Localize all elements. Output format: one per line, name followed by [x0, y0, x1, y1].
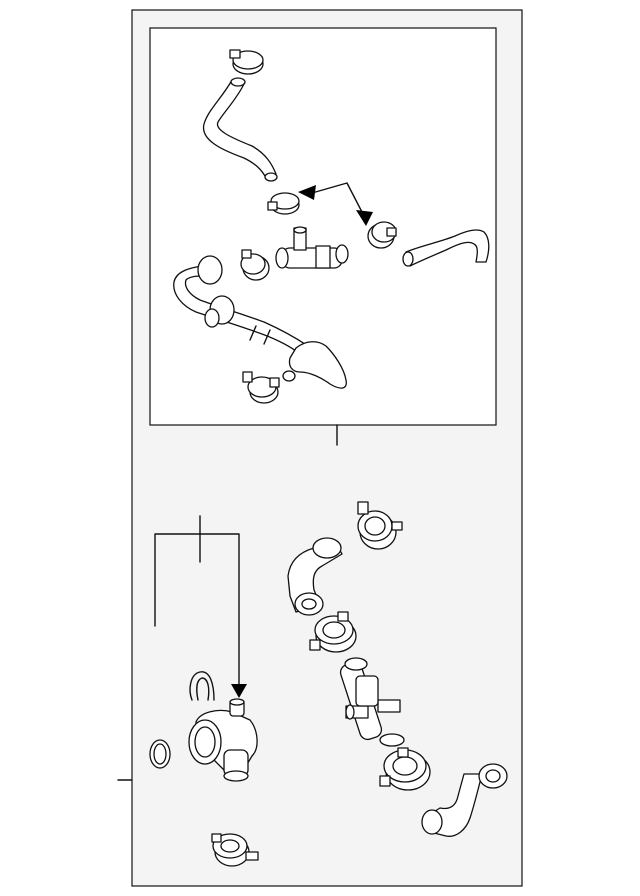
- upper-hose: [202, 77, 278, 182]
- clamp-lower-3: [379, 747, 431, 791]
- o-ring: [149, 739, 171, 769]
- pipe-assembly: [173, 255, 347, 389]
- clamp-top: [229, 49, 264, 75]
- arrowhead-right: [356, 210, 373, 226]
- lower-tee-connector: [339, 657, 405, 747]
- clamp-lower-1: [357, 501, 403, 550]
- elbow-hose: [287, 537, 343, 616]
- right-hose: [402, 229, 490, 267]
- arrowhead-left: [298, 185, 316, 200]
- callout-bracket-housing: [154, 533, 240, 689]
- clamp-left: [240, 249, 270, 281]
- callout-lines: [117, 182, 364, 781]
- tee-connector: [275, 226, 349, 269]
- thermostat-housing: [188, 698, 258, 782]
- clamp-lower-2: [309, 611, 357, 653]
- callout-arrow-lines: [311, 182, 364, 215]
- clamp-bottom: [211, 833, 259, 867]
- clamp-mid-left: [267, 192, 300, 215]
- clamp-mid-right: [367, 221, 397, 249]
- retaining-clip: [189, 671, 215, 701]
- clamp-bottom-inner: [242, 371, 280, 404]
- lower-elbow-hose: [421, 763, 508, 837]
- arrowhead-housing: [231, 684, 247, 698]
